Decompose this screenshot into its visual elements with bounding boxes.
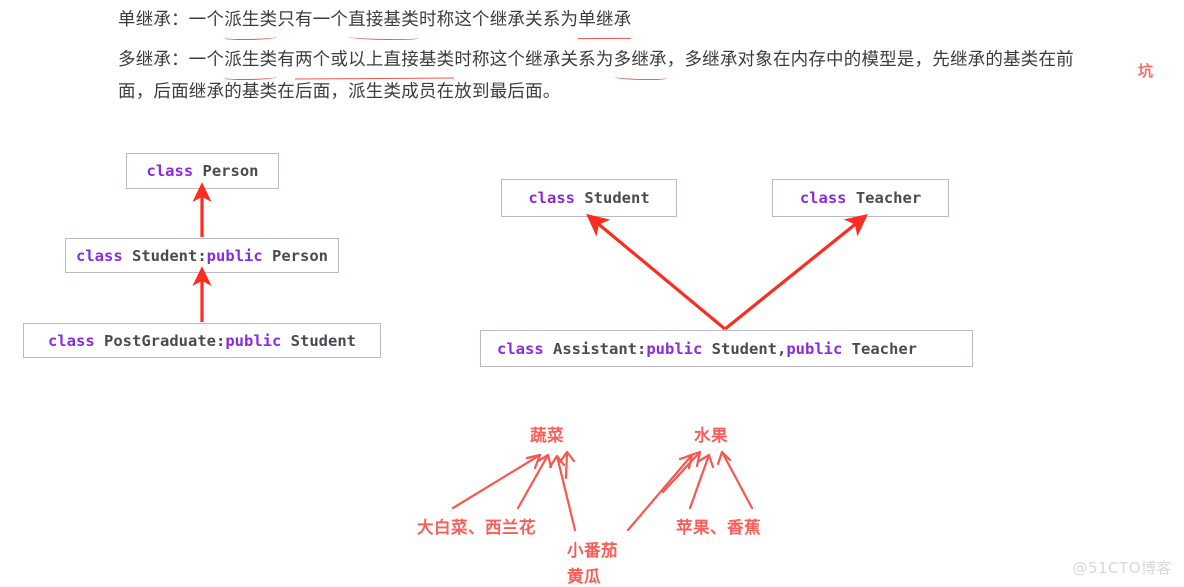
analogy-parent-vegetable: 蔬菜 — [530, 426, 564, 445]
base-class-name: Student — [281, 331, 356, 350]
class-box-student-derived: class Student:public Person — [65, 238, 339, 273]
keyword-class: class — [76, 246, 123, 265]
keyword-class: class — [799, 189, 847, 207]
class-name: PostGraduate: — [94, 331, 226, 350]
analogy-parent-fruit: 水果 — [694, 426, 728, 445]
base-class-name-first: Student, — [702, 339, 787, 358]
class-name: Student — [575, 189, 650, 207]
site-watermark: @51CTO博客 — [1072, 559, 1172, 577]
paragraph-multiple-inheritance: 多继承：一个派生类有两个或以上直接基类时称这个继承关系为多继承，多继承对象在内存… — [118, 44, 1078, 108]
class-name: Teacher — [846, 189, 922, 207]
text-segment: 单继承：一个 — [118, 10, 225, 30]
highlighted-term-multiple-inheritance: 多继承 — [614, 44, 667, 76]
highlighted-term-direct-base-class: 直接基类 — [348, 4, 419, 36]
arrow-cucumber-to-fruit — [661, 450, 702, 494]
arrow-broccoli-to-vegetable — [516, 453, 553, 510]
class-box-student-base: class Student — [501, 179, 677, 217]
keyword-class: class — [146, 162, 194, 180]
arrow-assistant-to-teacher — [723, 213, 868, 331]
arrow-apple-to-fruit — [688, 453, 715, 510]
analogy-child-apple-banana: 苹果、香蕉 — [676, 518, 761, 537]
margin-note-trap: 坑 — [1138, 62, 1154, 80]
arrow-tomato-to-vegetable — [548, 454, 577, 532]
analogy-child-cherry-tomato: 小番茄 — [567, 541, 618, 560]
arrow-cabbage-to-vegetable — [451, 453, 542, 510]
arrow-assistant-to-student — [586, 213, 727, 331]
keyword-class: class — [497, 339, 544, 358]
keyword-public: public — [225, 331, 282, 350]
text-segment: 时称这个继承关系为 — [454, 50, 614, 70]
arrow-cucumber-to-vegetable — [558, 450, 576, 480]
text-segment: ，多继承对象在内存中的模型是，先继承的基类在前面，后面继承的基类在后面，派生类成… — [118, 50, 1074, 102]
analogy-child-cucumber: 黄瓜 — [567, 567, 601, 586]
base-class-name: Person — [262, 246, 328, 265]
text-segment: 时称这个继承关系为 — [418, 10, 579, 30]
keyword-public-second: public — [786, 339, 843, 358]
class-box-postgraduate: class PostGraduate:public Student — [23, 323, 381, 358]
class-box-teacher-base: class Teacher — [772, 179, 949, 217]
keyword-class: class — [48, 331, 95, 350]
text-segment: 只有一个 — [277, 10, 349, 30]
class-box-assistant: class Assistant:public Student,public Te… — [480, 330, 973, 367]
keyword-class: class — [528, 189, 575, 207]
analogy-child-cabbage-broccoli: 大白菜、西兰花 — [417, 518, 536, 537]
keyword-public: public — [206, 246, 263, 265]
highlighted-term-derived-class-2: 派生类 — [224, 44, 277, 76]
highlighted-term-single-inheritance: 单继承 — [578, 4, 631, 36]
keyword-public-first: public — [646, 339, 703, 358]
text-segment: 多继承：一个 — [118, 50, 225, 70]
paragraph-single-inheritance: 单继承：一个派生类只有一个直接基类时称这个继承关系为单继承 — [118, 4, 1118, 36]
text-segment: 有 — [277, 50, 296, 70]
arrow-banana-to-fruit — [716, 450, 754, 510]
highlighted-term-two-or-more-bases: 两个或以上直接基类 — [295, 44, 454, 76]
notes-text-block: 单继承：一个派生类只有一个直接基类时称这个继承关系为单继承 多继承：一个派生类有… — [118, 4, 1118, 108]
base-class-name-second: Teacher — [842, 339, 917, 358]
highlighted-term-derived-class: 派生类 — [224, 4, 277, 36]
class-name: Assistant: — [543, 339, 647, 358]
class-name: Person — [193, 162, 259, 180]
class-box-person: class Person — [126, 153, 279, 189]
class-name: Student: — [122, 246, 207, 265]
